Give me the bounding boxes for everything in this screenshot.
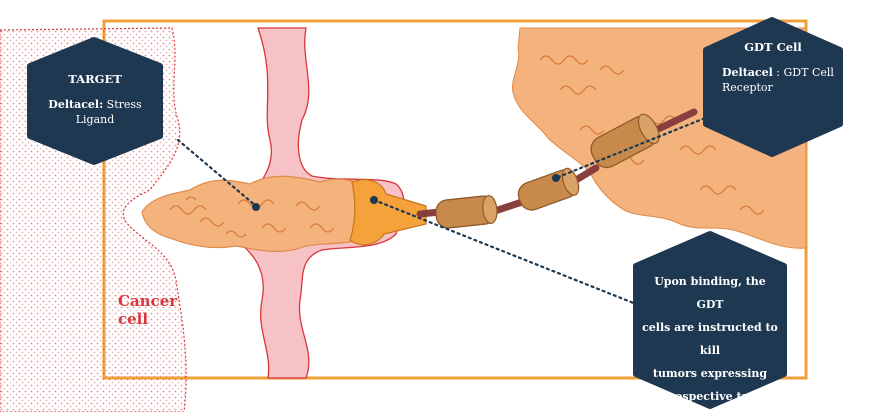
- receptor-anchor-dot: [552, 174, 560, 182]
- target-anchor-dot: [252, 203, 260, 211]
- target-callout-term: Deltacel:: [48, 98, 103, 111]
- cancer-label-line1: Cancer: [118, 292, 177, 310]
- gdt-callout-term: Deltacel: [722, 66, 773, 79]
- gdt-callout-line1: : GDT Cell: [773, 66, 834, 79]
- target-callout-body: Deltacel: Stress: [36, 97, 154, 112]
- cancer-label-line2: cell: [118, 310, 177, 328]
- gdt-callout-title: GDT Cell: [712, 40, 834, 55]
- binding-callout-line: cells are instructed to kill: [640, 316, 780, 362]
- gdt-callout-line2: Receptor: [712, 80, 834, 95]
- cancer-cell-label: Cancer cell: [118, 292, 177, 328]
- target-callout: TARGET Deltacel: Stress Ligand: [36, 72, 154, 127]
- binding-callout: Upon binding, the GDT cells are instruct…: [640, 270, 780, 408]
- binding-callout-line: the respective target: [640, 385, 780, 408]
- binding-callout-line: tumors expressing: [640, 362, 780, 385]
- gdt-callout-body: Deltacel : GDT Cell: [712, 65, 834, 80]
- target-callout-line2: Ligand: [36, 112, 154, 127]
- ligand-anchor-dot: [370, 196, 378, 204]
- target-callout-line1: Stress: [103, 98, 142, 111]
- target-callout-title: TARGET: [36, 72, 154, 87]
- gdt-callout: GDT Cell Deltacel : GDT Cell Receptor: [712, 40, 834, 95]
- binding-callout-line: Upon binding, the GDT: [640, 270, 780, 316]
